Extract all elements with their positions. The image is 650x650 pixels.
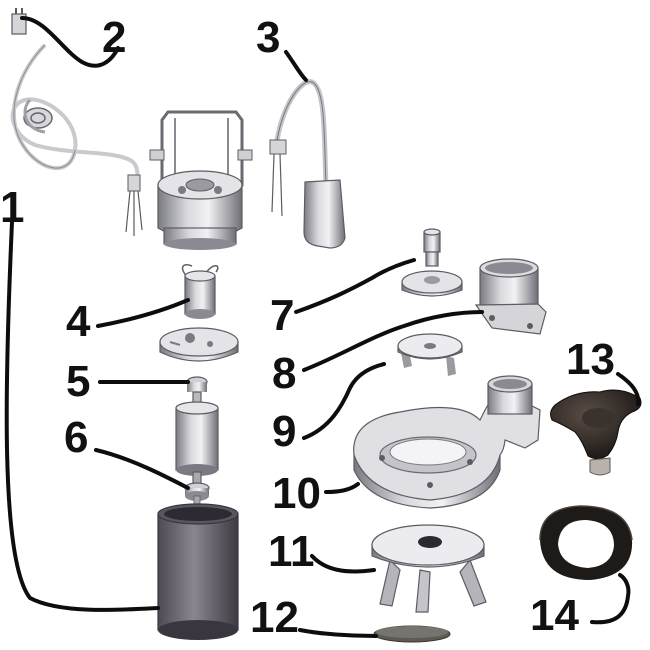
callout-label-2: 2 <box>102 13 126 62</box>
leader-line-3 <box>284 50 308 82</box>
rotor-shaft-part <box>175 376 219 487</box>
pump-base-part <box>371 524 487 613</box>
rubber-agitator-part <box>550 389 642 476</box>
callout-label-14: 14 <box>530 591 579 640</box>
leader-line-11 <box>310 554 376 574</box>
leader-line-9 <box>302 362 386 440</box>
callout-label-6: 6 <box>64 413 88 462</box>
callout-label-4: 4 <box>66 297 91 346</box>
leader-line-8 <box>302 310 484 372</box>
discharge-flange-part <box>474 258 547 335</box>
callout-label-12: 12 <box>250 593 299 642</box>
leader-line-6 <box>94 448 190 490</box>
rubber-ring-part <box>539 505 633 580</box>
motor-top-plate-part <box>159 327 239 362</box>
power-cable-part <box>10 8 143 236</box>
motor-top-housing-part <box>149 110 253 250</box>
bottom-gasket-part <box>373 625 451 643</box>
leader-line-7 <box>294 258 416 314</box>
volute-housing-part <box>353 375 541 509</box>
leader-line-13 <box>616 372 641 406</box>
shaft-seal-part <box>401 228 463 297</box>
leader-line-14 <box>590 573 631 625</box>
impeller-part <box>397 333 463 376</box>
callout-label-5: 5 <box>66 357 90 406</box>
callout-label-9: 9 <box>272 407 296 456</box>
capacitor-part <box>181 264 219 319</box>
leader-line-1 <box>4 220 160 612</box>
callout-label-7: 7 <box>270 291 294 340</box>
callout-label-3: 3 <box>256 13 280 62</box>
leader-line-12 <box>298 628 378 638</box>
callout-label-13: 13 <box>566 335 615 384</box>
leader-line-4 <box>96 298 190 328</box>
motor-casing-part <box>157 503 239 640</box>
callout-label-8: 8 <box>272 349 296 398</box>
float-switch-part <box>269 79 346 249</box>
leader-lines <box>4 16 641 638</box>
callout-numbers: 1 2 3 4 5 6 7 8 9 10 11 12 13 14 <box>0 13 615 642</box>
leader-line-10 <box>324 482 360 494</box>
leader-line-2 <box>20 16 120 68</box>
callout-label-10: 10 <box>272 469 321 518</box>
callout-label-1: 1 <box>0 183 24 232</box>
callout-label-11: 11 <box>268 527 315 576</box>
